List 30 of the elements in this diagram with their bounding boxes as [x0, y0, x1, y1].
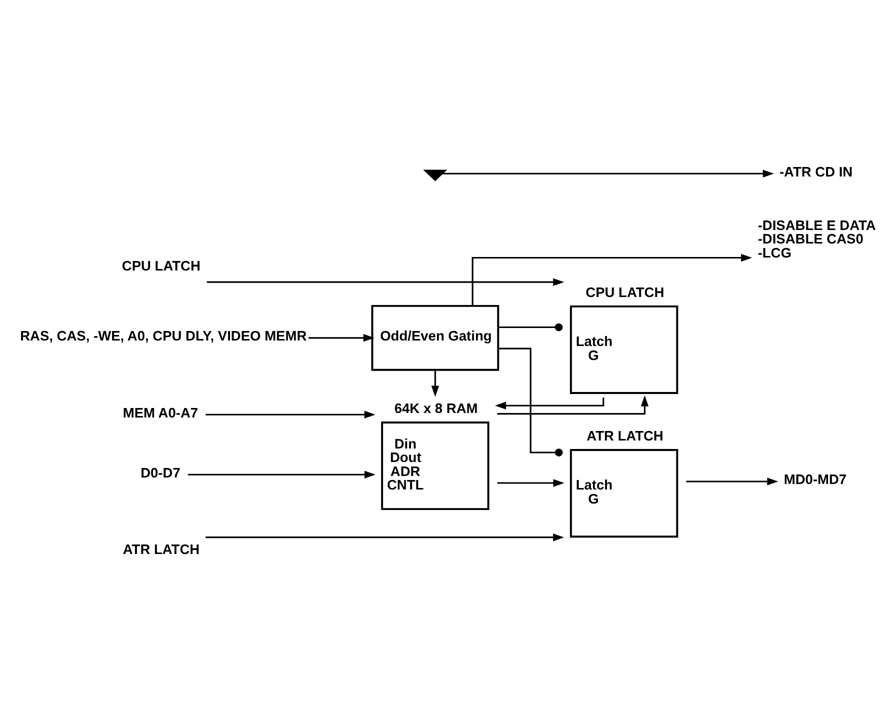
arrow — [431, 369, 440, 396]
connector — [498, 322, 563, 331]
arrow — [188, 470, 376, 478]
arrow — [497, 394, 649, 414]
node-box: Latch G — [570, 448, 678, 538]
arrow — [206, 532, 564, 541]
node-text: MD0-MD7 — [784, 472, 847, 487]
node-box: Din Dout ADR CNTL — [381, 421, 490, 510]
node-box: Latch G — [570, 304, 678, 394]
node-ground — [423, 169, 448, 181]
node-label: ATR LATCH — [586, 428, 664, 443]
arrow — [494, 397, 604, 409]
node-text: MEM A0-A7 — [122, 404, 198, 420]
arrow — [472, 253, 752, 306]
arrow — [442, 169, 774, 177]
arrow — [497, 478, 564, 486]
node-text: D0-D7 — [140, 464, 180, 480]
arrow — [686, 477, 778, 485]
node-text: CPU LATCH — [122, 258, 200, 274]
arrow — [308, 334, 374, 342]
node-label: CPU LATCH — [586, 284, 664, 300]
arrow — [206, 278, 564, 286]
node-text: -ATR CD IN — [779, 164, 853, 179]
arrow — [206, 410, 376, 418]
node-box: Odd/Even Gating — [371, 304, 500, 370]
connector — [498, 347, 563, 456]
node-text: RAS, CAS, -WE, A0, CPU DLY, VIDEO MEMR — [20, 328, 307, 344]
node-text: -DISABLE E DATA -DISABLE CAS0 -LCG — [758, 217, 876, 260]
node-label: 64K x 8 RAM — [394, 400, 478, 416]
node-text: ATR LATCH — [122, 542, 200, 557]
